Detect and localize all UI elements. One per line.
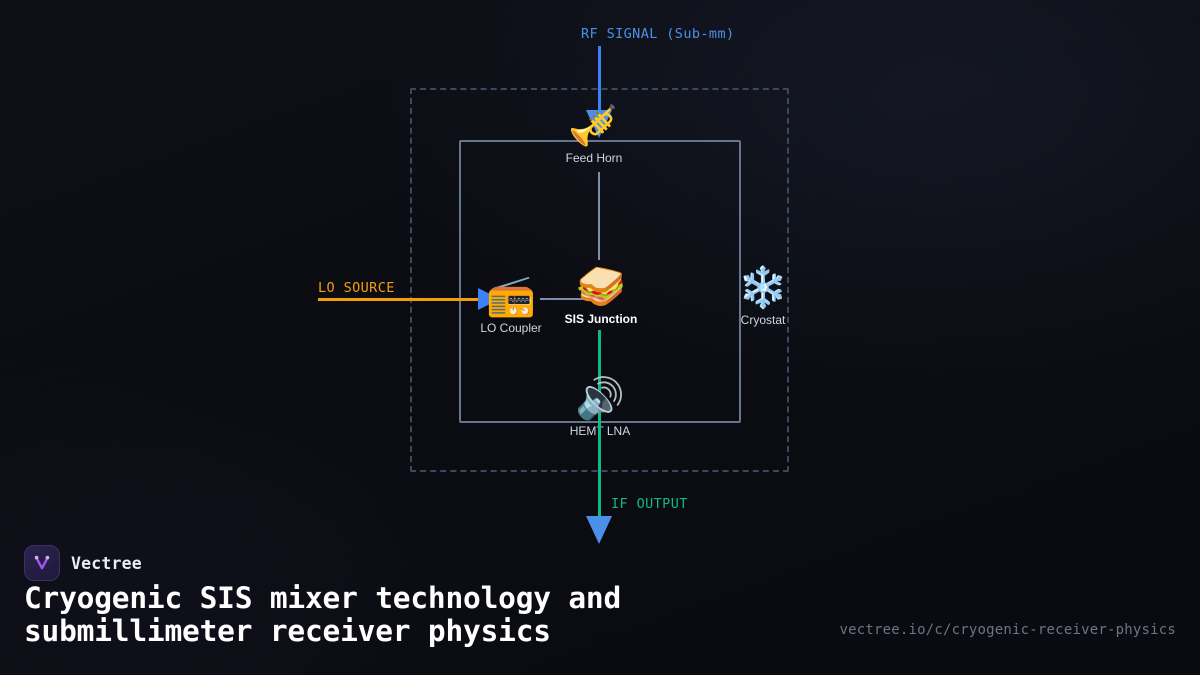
lo-to-sis-line xyxy=(540,298,590,300)
brand-name: Vectree xyxy=(71,553,142,573)
node-feed-horn[interactable]: 🎺 Feed Horn xyxy=(519,103,669,165)
trumpet-icon: 🎺 xyxy=(568,103,618,149)
sis-to-hemt-line xyxy=(598,330,601,426)
receiver-block-diagram: RF SIGNAL (Sub-mm) 🎺 Feed Horn LO SOURCE… xyxy=(318,26,838,544)
slide-footer: Vectree Cryogenic SIS mixer technology a… xyxy=(0,540,1200,675)
node-sis-junction-label: SIS Junction xyxy=(564,312,638,326)
rf-signal-arrow-icon xyxy=(586,110,612,138)
node-lo-coupler-label: LO Coupler xyxy=(480,321,542,335)
lo-source-arrow-icon xyxy=(478,288,500,310)
node-sis-junction[interactable]: 🥪 SIS Junction xyxy=(526,264,676,326)
node-lo-coupler[interactable]: 📻 LO Coupler xyxy=(436,273,586,335)
snowflake-icon: ❄️ xyxy=(738,265,788,311)
node-feed-horn-label: Feed Horn xyxy=(565,151,623,165)
sandwich-icon: 🥪 xyxy=(576,264,626,310)
if-output-arrow-icon xyxy=(586,516,612,544)
vectree-logo-glyph xyxy=(34,555,50,570)
loudspeaker-icon: 🔊 xyxy=(575,376,625,422)
rf-signal-line xyxy=(598,46,601,114)
rf-signal-label: RF SIGNAL (Sub-mm) xyxy=(581,26,735,42)
node-cryostat[interactable]: ❄️ Cryostat xyxy=(688,265,838,327)
lo-source-line xyxy=(318,298,486,301)
page-title: Cryogenic SIS mixer technology and submi… xyxy=(24,581,622,648)
brand: Vectree xyxy=(24,545,142,581)
node-cryostat-label: Cryostat xyxy=(740,313,786,327)
vectree-logo xyxy=(24,545,60,581)
lo-source-label: LO SOURCE xyxy=(318,280,395,296)
if-output-line xyxy=(598,426,601,520)
feedhorn-to-sis-line xyxy=(598,172,600,260)
radio-icon: 📻 xyxy=(486,273,536,319)
site-url: vectree.io/c/cryogenic-receiver-physics xyxy=(839,622,1176,638)
if-output-label: IF OUTPUT xyxy=(611,496,688,512)
